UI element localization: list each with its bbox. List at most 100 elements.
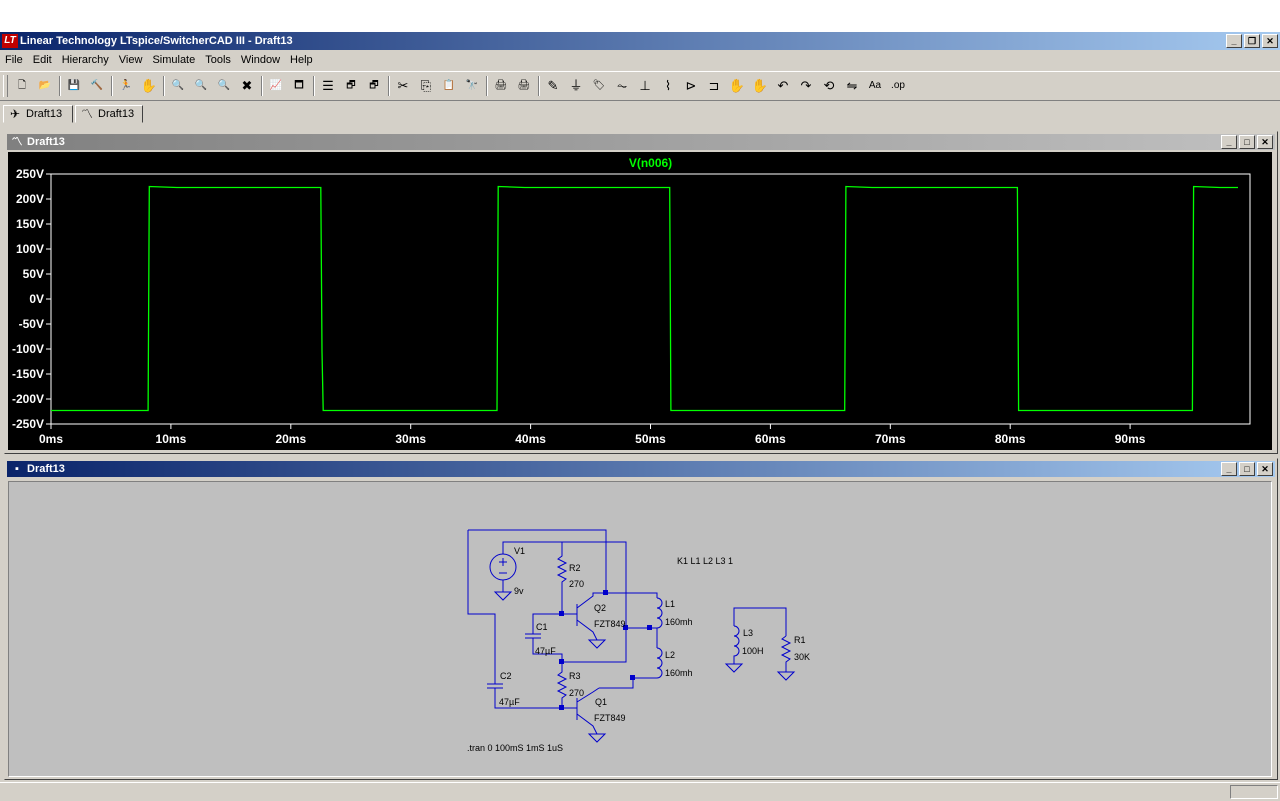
zoom-out-icon[interactable]: 🔍 (217, 80, 231, 91)
wire[interactable] (606, 592, 658, 598)
tran-directive[interactable]: .tran 0 100mS 1mS 1uS (467, 743, 563, 753)
x-tick-label: 70ms (875, 432, 906, 446)
schematic-close-button[interactable]: ✕ (1257, 462, 1273, 476)
wire[interactable] (468, 529, 607, 593)
schematic-maximize-button[interactable]: □ (1239, 462, 1255, 476)
transistor-q1[interactable] (562, 687, 600, 735)
drag-icon[interactable]: ✋ (751, 78, 769, 93)
toolbar-separator (388, 76, 390, 96)
resistor-r3[interactable] (556, 662, 568, 708)
pan-hand-icon[interactable]: ✋ (140, 78, 158, 93)
menu-hierarchy[interactable]: Hierarchy (61, 54, 109, 66)
resistor-r1[interactable] (780, 635, 792, 672)
control-panel-icon[interactable]: 🔨 (90, 80, 104, 91)
toolbar-grip[interactable] (3, 75, 8, 97)
find-icon[interactable]: 🔭 (465, 80, 479, 91)
menu-edit[interactable]: Edit (32, 54, 52, 66)
trace-label[interactable]: V(n006) (629, 156, 672, 170)
menu-tools[interactable]: Tools (205, 54, 231, 66)
fit-icon[interactable]: 🗖 (294, 80, 304, 91)
resistor-icon[interactable]: ⏦ (616, 78, 628, 93)
series-line-V(n006)[interactable] (51, 185, 1238, 412)
junction-dot (630, 675, 635, 680)
wire[interactable] (599, 677, 657, 689)
copy-icon[interactable]: ⎘ (420, 78, 432, 93)
autoscale-icon[interactable]: 📈 (269, 80, 283, 91)
menu-file[interactable]: File (5, 54, 23, 66)
cut-icon[interactable]: ✂ (397, 78, 409, 93)
ground-icon[interactable]: ⏚ (569, 78, 583, 93)
voltage-source-v1[interactable] (489, 553, 517, 581)
waveform-close-button[interactable]: ✕ (1257, 135, 1273, 149)
status-bar (0, 782, 1280, 801)
schematic-canvas[interactable]: V1 9v R2 270 Q2 FZT849 C1 47µF L1 160mh … (8, 481, 1272, 777)
zoom-in-icon[interactable]: 🔍 (194, 80, 208, 91)
waveform-minimize-button[interactable]: _ (1221, 135, 1237, 149)
menu-help[interactable]: Help (290, 54, 313, 66)
waveform-chart[interactable]: 250V200V150V100V50V0V-50V-100V-150V-200V… (8, 152, 1272, 450)
x-tick-label: 0ms (39, 432, 63, 446)
move-icon[interactable]: ✋ (728, 78, 746, 93)
capacitor-icon[interactable]: ⊥ (639, 78, 651, 93)
junction-dot (603, 590, 608, 595)
label-c1-value: 47µF (535, 646, 556, 656)
mirror-icon[interactable]: ⇋ (846, 78, 858, 93)
cascade-icon[interactable]: 🗗 (346, 80, 356, 91)
capacitor-c1[interactable] (525, 613, 563, 662)
diode-icon[interactable]: ⊳ (685, 78, 697, 93)
coupling-directive[interactable]: K1 L1 L2 L3 1 (677, 556, 733, 566)
waveform-window-title-bar[interactable]: 〽 Draft13 _ □ ✕ (7, 134, 1275, 150)
save-icon[interactable]: 💾 (67, 80, 81, 91)
inductor-l1[interactable] (656, 597, 663, 629)
spice-directive-icon[interactable]: .op (891, 80, 905, 91)
close-button[interactable]: ✕ (1262, 34, 1278, 48)
y-tick-label: 100V (16, 242, 44, 256)
inductor-l2[interactable] (656, 647, 663, 679)
zoom-area-icon[interactable]: 🔍 (171, 80, 185, 91)
label-q1-value: FZT849 (594, 713, 626, 723)
wire[interactable] (733, 607, 787, 636)
y-tick-label: 250V (16, 167, 44, 181)
tab-waveform-draft13[interactable]: 〽 Draft13 (75, 105, 143, 123)
menu-simulate[interactable]: Simulate (152, 54, 196, 66)
capacitor-c2[interactable] (487, 678, 562, 709)
print-setup-icon[interactable]: 🖨 (494, 80, 508, 91)
menu-bar: File Edit Hierarchy View Simulate Tools … (0, 51, 1280, 69)
menu-window[interactable]: Window (240, 54, 281, 66)
paste-icon[interactable]: 📋 (442, 80, 456, 91)
open-folder-icon[interactable]: 📂 (38, 80, 52, 91)
label-net-icon[interactable]: 🏷 (592, 80, 606, 91)
tab-label: Draft13 (98, 108, 135, 120)
wire[interactable] (502, 541, 627, 663)
wire[interactable] (467, 530, 496, 678)
app-title-bar: LT Linear Technology LTspice/SwitcherCAD… (0, 32, 1280, 50)
tile-horizontal-icon[interactable]: ☰ (322, 78, 334, 93)
print-icon[interactable]: 🖨 (517, 80, 531, 91)
waveform-window-title: Draft13 (27, 136, 65, 148)
rotate-icon[interactable]: ⟲ (823, 78, 835, 93)
new-schematic-icon[interactable]: 🗋 (17, 80, 27, 91)
inductor-l3[interactable] (733, 625, 740, 664)
transistor-q2[interactable] (562, 592, 606, 641)
schematic-window-title-bar[interactable]: ▪ Draft13 _ □ ✕ (7, 461, 1275, 477)
redo-icon[interactable]: ↷ (800, 78, 812, 93)
tile-vertical-icon[interactable]: 🗗 (369, 80, 379, 91)
run-icon[interactable]: 🏃 (119, 80, 133, 91)
schematic-drawing[interactable]: V1 9v R2 270 Q2 FZT849 C1 47µF L1 160mh … (9, 482, 1271, 776)
zoom-cancel-icon[interactable]: ✖ (241, 78, 253, 93)
inductor-icon[interactable]: ⌇ (664, 78, 672, 93)
restore-button[interactable]: ❐ (1244, 34, 1260, 48)
toolbar-separator (261, 76, 263, 96)
minimize-button[interactable]: _ (1226, 34, 1242, 48)
schematic-minimize-button[interactable]: _ (1221, 462, 1237, 476)
menu-view[interactable]: View (118, 54, 143, 66)
tab-schematic-draft13[interactable]: ✈ Draft13 (3, 105, 73, 123)
wire-icon[interactable]: ✎ (547, 78, 559, 93)
waveform-maximize-button[interactable]: □ (1239, 135, 1255, 149)
text-icon[interactable]: Aa (868, 80, 882, 91)
component-icon[interactable]: ⊐ (708, 78, 720, 93)
schematic-icon: ▪ (15, 463, 19, 475)
undo-icon[interactable]: ↶ (777, 78, 789, 93)
resistor-r2[interactable] (556, 542, 568, 614)
